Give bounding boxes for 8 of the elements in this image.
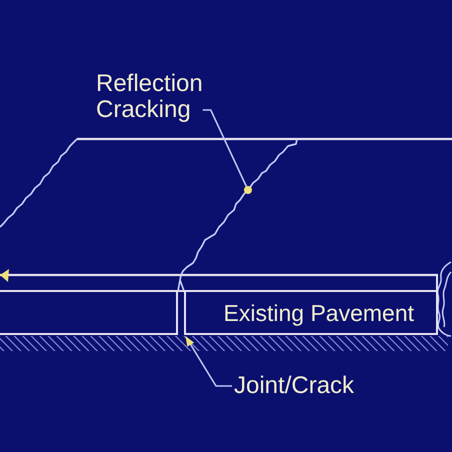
layer-label: Existing Pavement [224,300,414,326]
joint-slot [176,292,186,335]
callout-label: Reflection Cracking [96,71,203,123]
pavement-slab [0,290,438,335]
leader-line [185,336,232,387]
crack-line [177,138,298,292]
callout-label: Joint/Crack [234,373,354,399]
leader-line [202,109,252,194]
